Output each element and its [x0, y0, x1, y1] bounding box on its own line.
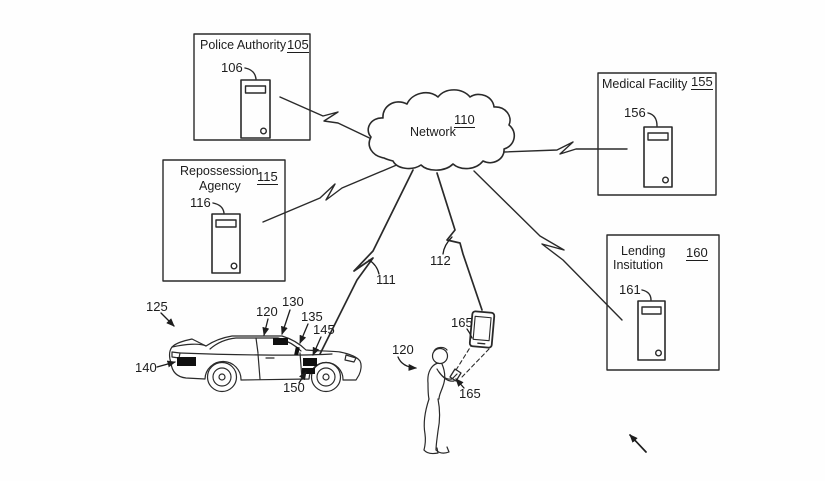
vehicle-ref: 125 — [146, 299, 168, 314]
roof-device-arrow — [281, 310, 290, 335]
hand-device-arrow — [455, 378, 464, 388]
mobile-zoom-ref: 165 — [451, 315, 473, 330]
mobile-hand-ref: 165 — [459, 386, 481, 401]
pillar-device — [294, 346, 300, 356]
vehicle-door-line-2 — [300, 353, 302, 379]
repossession-ref: 115 — [257, 169, 278, 186]
network-cloud — [368, 90, 514, 170]
front-device-lower — [302, 368, 315, 374]
hand-device — [450, 369, 461, 381]
user-leg-front — [436, 399, 440, 450]
mobile-zoom-leader — [467, 329, 472, 338]
network-ref: 110 — [454, 112, 475, 129]
repossession-server-leader — [213, 203, 224, 213]
lending-title-1: Lending — [621, 244, 666, 258]
mobile-home-button — [478, 343, 485, 344]
mobile-device — [470, 311, 495, 348]
link-police-network — [280, 97, 380, 143]
wireless-link-mobile — [437, 173, 482, 310]
roof-ref: 120 — [256, 304, 278, 319]
repossession-server-ref: 116 — [190, 195, 211, 210]
vehicle-door-line-1 — [258, 354, 260, 379]
cursor-arrow — [630, 435, 646, 452]
police-ref: 105 — [287, 37, 309, 54]
vehicle-headlight — [345, 355, 356, 362]
lending-ref: 160 — [686, 245, 708, 262]
rear-wheel-rim — [213, 368, 231, 386]
user-torso — [428, 363, 438, 399]
front-wheel-rim — [317, 368, 335, 386]
rear-device-ref: 140 — [135, 360, 157, 375]
repossession-server — [212, 203, 240, 273]
vehicle-beltline — [180, 353, 332, 355]
wireless-link-vehicle — [320, 170, 413, 354]
medical-server — [644, 113, 672, 187]
pillar-device-ref: 135 — [301, 309, 323, 324]
user-arm-lower — [439, 372, 454, 381]
medical-server-leader — [648, 113, 657, 126]
link-vehicle-leader — [369, 260, 379, 274]
zoom-ray-left — [456, 346, 471, 370]
rear-wheel-hub — [219, 374, 225, 380]
lending-server — [638, 290, 665, 360]
user-leg-back — [424, 399, 429, 450]
police-server — [241, 68, 270, 138]
front-device-upper-ref: 145 — [313, 322, 335, 337]
link-vehicle-ref: 111 — [376, 272, 396, 287]
rear-device — [177, 357, 196, 366]
lending-server-leader — [642, 290, 651, 300]
user-torso-front — [439, 364, 445, 399]
lending-title-2: Insitution — [613, 258, 664, 272]
user-head — [433, 349, 448, 364]
roof-device — [273, 338, 288, 345]
link-mobile-ref: 112 — [430, 253, 451, 268]
medical-server-ref: 156 — [624, 105, 646, 120]
front-device-lower-arrow — [299, 371, 306, 383]
police-box — [194, 34, 310, 140]
vehicle-arrow — [161, 313, 175, 327]
repossession-box — [163, 160, 285, 281]
vehicle-b-pillar — [256, 338, 258, 353]
police-server-leader — [245, 68, 256, 79]
medical-box — [598, 73, 716, 195]
network-title: Network — [410, 125, 456, 139]
police-server-ref: 106 — [221, 60, 243, 75]
medical-title: Medical Facility — [602, 77, 688, 91]
repossession-title-1: Repossession — [180, 164, 259, 178]
front-device-upper-arrow — [313, 337, 321, 356]
roof-arrow — [262, 319, 270, 336]
user-foot-front — [436, 447, 449, 453]
rear-device-arrow — [157, 360, 176, 367]
roof-device-ref: 130 — [282, 294, 304, 309]
front-device-upper — [303, 358, 317, 366]
lending-server-ref: 161 — [619, 282, 641, 297]
repossession-title-2: Agency — [199, 179, 241, 193]
vehicle-body — [170, 336, 361, 380]
pillar-device-arrow — [300, 324, 308, 344]
user-ref: 120 — [392, 342, 414, 357]
link-network-medical — [504, 142, 627, 154]
zoom-ray-right — [462, 349, 489, 377]
link-repossession-network — [263, 164, 399, 222]
front-wheel — [312, 363, 341, 392]
police-title: Police Authority — [200, 38, 287, 52]
medical-ref: 155 — [691, 74, 713, 91]
user-figure — [424, 347, 461, 453]
front-device-lower-ref: 150 — [283, 380, 305, 395]
user-foot-back — [424, 448, 438, 454]
vehicle — [170, 336, 361, 392]
link-network-lending — [474, 171, 622, 320]
front-wheel-hub — [323, 374, 329, 380]
user-hair — [434, 347, 447, 351]
user-arrow — [398, 357, 417, 371]
rear-wheel — [208, 363, 237, 392]
vehicle-rear-deck — [172, 344, 206, 347]
link-mobile-leader — [443, 237, 452, 254]
callout-arrows — [157, 237, 472, 388]
lending-box — [607, 235, 719, 370]
vehicle-greenhouse — [210, 338, 301, 351]
